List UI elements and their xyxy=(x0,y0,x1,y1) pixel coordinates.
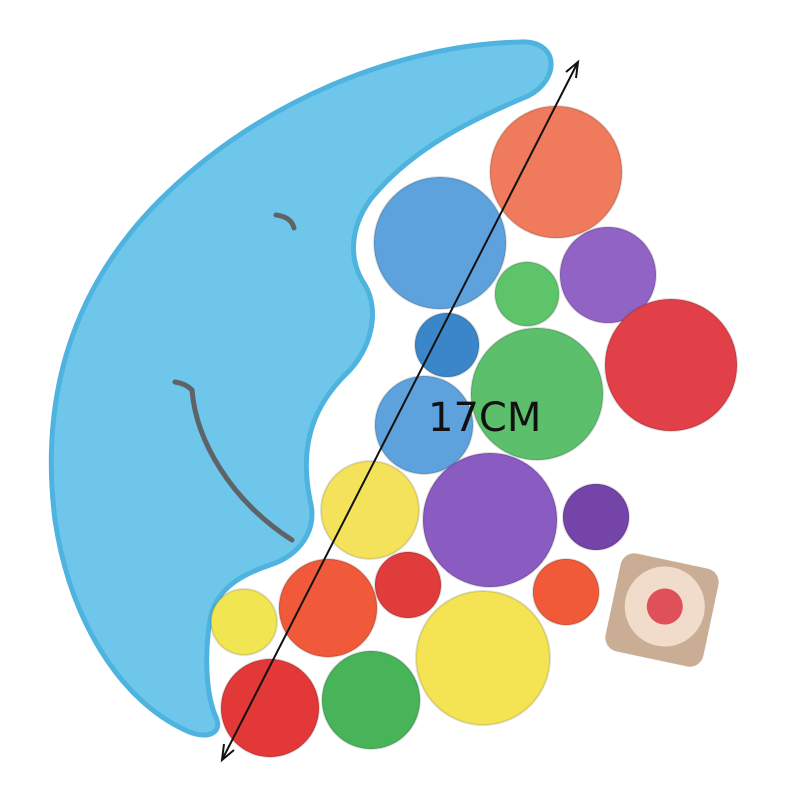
wooden-disc xyxy=(210,588,278,656)
measurement-arrow xyxy=(220,59,580,763)
moon-eye xyxy=(273,212,297,231)
wooden-disc xyxy=(559,226,657,324)
wooden-disc xyxy=(373,176,507,310)
wooden-disc xyxy=(374,551,442,619)
wooden-die xyxy=(605,553,719,667)
wooden-disc xyxy=(470,327,604,461)
wooden-disc xyxy=(562,483,630,551)
wooden-disc xyxy=(604,298,738,432)
moon-shape xyxy=(48,39,554,738)
measurement-label: 17CM xyxy=(428,395,542,441)
wooden-disc xyxy=(422,452,558,588)
wooden-disc xyxy=(494,261,560,327)
wooden-disc xyxy=(415,590,551,726)
moon-smile xyxy=(172,379,295,543)
wooden-disc xyxy=(320,460,420,560)
wooden-disc xyxy=(278,558,378,658)
wooden-disc xyxy=(321,650,421,750)
wooden-disc xyxy=(374,375,474,475)
wooden-disc xyxy=(414,312,480,378)
wooden-disc xyxy=(220,658,320,758)
wooden-disc xyxy=(532,558,600,626)
disc-group xyxy=(210,105,738,758)
wooden-disc xyxy=(489,105,623,239)
